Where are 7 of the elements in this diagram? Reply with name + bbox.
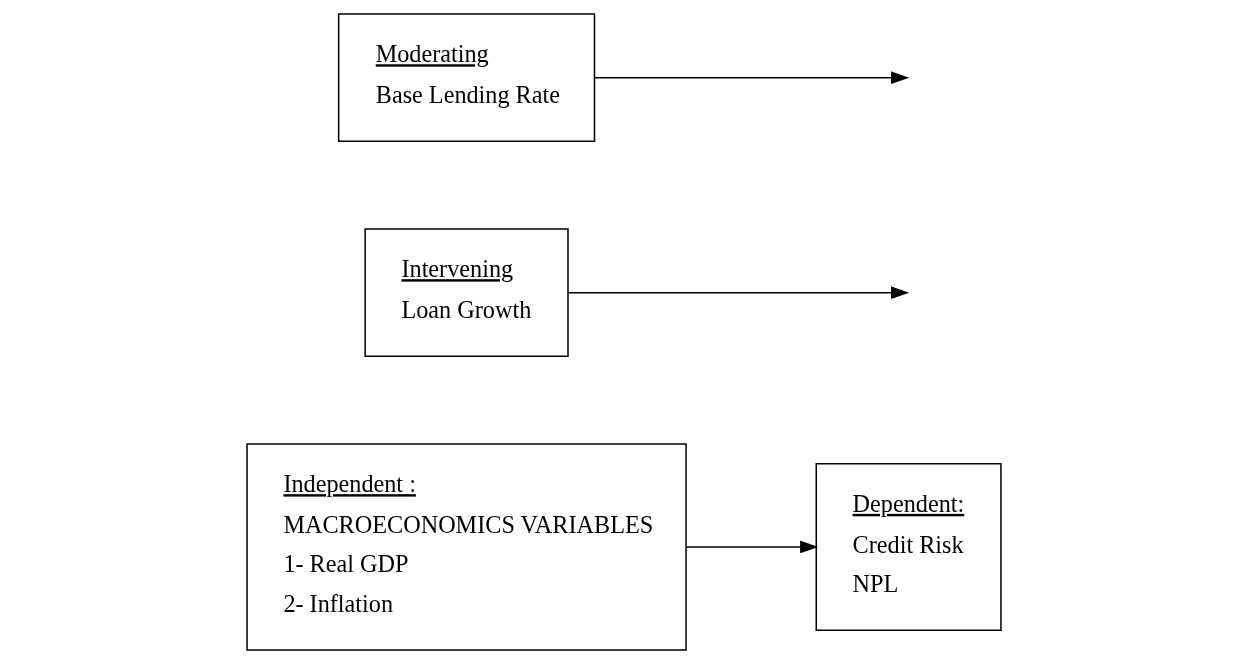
arrow [567, 286, 910, 299]
node-box: Moderating Base Lending Rate [337, 13, 596, 142]
node-box: Dependent: Credit Risk NPL [815, 462, 1002, 631]
node-box: Independent : MACROECONOMICS VARIABLES 1- Real GDP 2- Inflation [246, 443, 687, 651]
node-box: Intervening Loan Growth [364, 228, 569, 357]
arrow [685, 540, 819, 554]
arrow [594, 71, 910, 85]
